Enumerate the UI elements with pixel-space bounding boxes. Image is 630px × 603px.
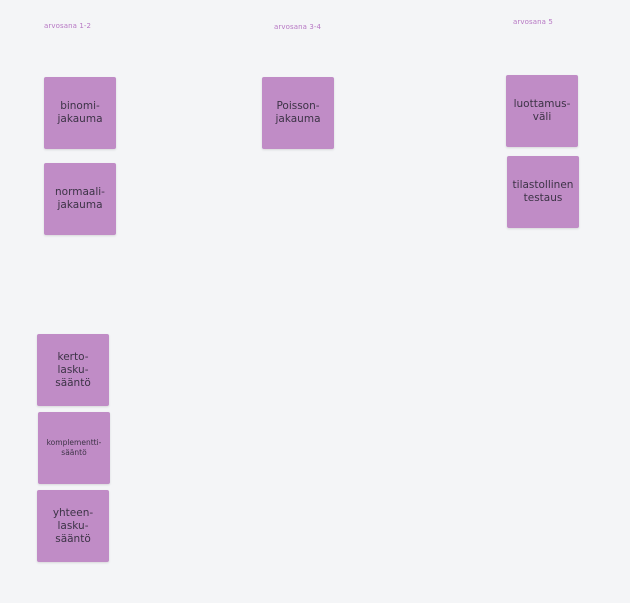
sticky-note-normaalijakauma[interactable]: normaali- jakauma	[44, 163, 116, 235]
sticky-note-text: yhteen- lasku- sääntö	[52, 506, 94, 545]
sticky-note-luottamusvali[interactable]: luottamus- väli	[506, 75, 578, 147]
sticky-note-poisson-jakauma[interactable]: Poisson- jakauma	[262, 77, 334, 149]
sticky-note-text: binomi- jakauma	[57, 100, 103, 125]
sticky-note-text: kerto- lasku- sääntö	[55, 350, 91, 389]
column-label-grade-5[interactable]: arvosana 5	[513, 18, 553, 26]
column-label-grade-1-2[interactable]: arvosana 1-2	[44, 22, 92, 30]
sticky-note-text: Poisson- jakauma	[275, 100, 321, 125]
sticky-note-text: komplementti- sääntö	[46, 438, 102, 457]
sticky-note-komplementtisaanto[interactable]: komplementti- sääntö	[38, 412, 110, 484]
sticky-note-tilastollinen-testaus[interactable]: tilastollinen testaus	[507, 156, 579, 228]
sticky-note-text: tilastollinen testaus	[512, 179, 574, 204]
sticky-note-text: luottamus- väli	[513, 98, 571, 123]
sticky-note-yhteenlaskusaanto[interactable]: yhteen- lasku- sääntö	[37, 490, 109, 562]
column-label-grade-3-4[interactable]: arvosana 3-4	[274, 23, 322, 31]
sticky-note-text: normaali- jakauma	[55, 186, 105, 211]
sticky-note-binomijakauma[interactable]: binomi- jakauma	[44, 77, 116, 149]
sticky-note-kertolaskusaanto[interactable]: kerto- lasku- sääntö	[37, 334, 109, 406]
